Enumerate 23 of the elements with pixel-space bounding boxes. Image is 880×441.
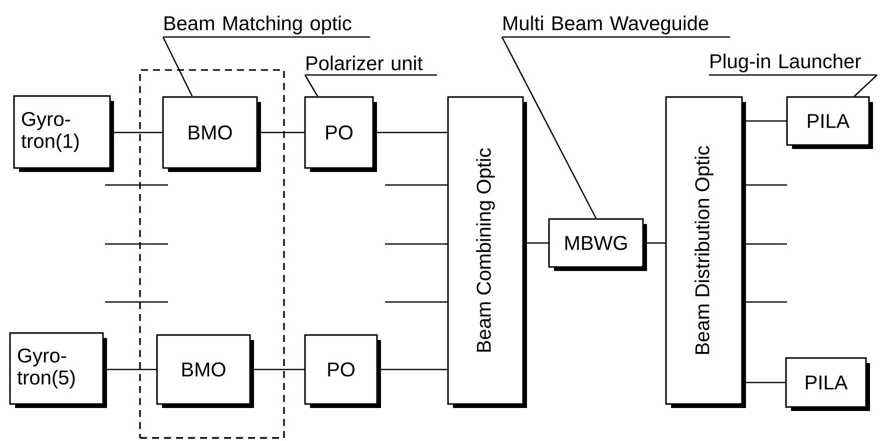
stub-line xyxy=(385,301,448,303)
process-box: MBWG xyxy=(548,218,647,271)
process-box: BMO xyxy=(156,334,254,408)
leader-line xyxy=(501,36,597,219)
dashed-group-box xyxy=(139,69,285,439)
callout-label: Multi Beam Waveguide xyxy=(502,16,730,38)
callout-label: Polarizer unit xyxy=(305,56,437,76)
stub-line xyxy=(385,243,448,245)
process-box: Beam Combining Optic xyxy=(447,96,527,408)
callout-label: Beam Matching optic xyxy=(163,16,370,38)
process-box: PO xyxy=(304,96,377,172)
process-box: PO xyxy=(304,334,381,408)
leader-line xyxy=(162,36,193,97)
leader-line xyxy=(854,74,878,97)
callout-label: Plug-in Launcher xyxy=(709,54,877,76)
process-box: Gyro- tron(5) xyxy=(9,332,107,408)
process-box: PILA xyxy=(785,357,870,411)
process-box: BMO xyxy=(162,96,261,172)
stub-line xyxy=(385,184,448,186)
process-box: PILA xyxy=(786,96,873,149)
process-box: Beam Distribution Optic xyxy=(665,96,746,408)
leader-line xyxy=(304,74,318,97)
process-box: Gyro- tron(1) xyxy=(13,95,114,172)
